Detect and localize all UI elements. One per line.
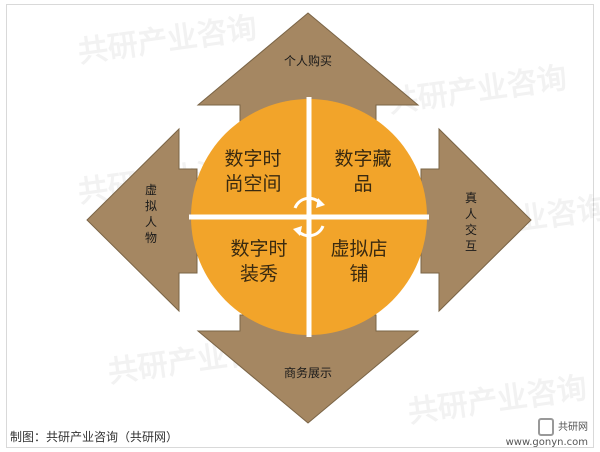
quadrant-top-right-line: 数字藏: [334, 148, 391, 170]
brand-name: 共研网: [558, 422, 588, 433]
quadrant-top-left-line: 尚空间: [224, 173, 281, 195]
quadrant-bottom-right-line: 虚拟店: [330, 238, 387, 260]
arrow-left-label-char: 拟: [145, 199, 157, 213]
quadrant-bottom-left: 数字时 装秀: [230, 238, 287, 285]
arrow-bottom-label: 商务展示: [284, 365, 332, 380]
chart-frame: 共研产业咨询 共研产业咨询 共研产业咨询 共研产业咨询 共研产业咨询 共研产业咨…: [6, 4, 600, 448]
brand-url: www.gonyn.com: [505, 437, 588, 448]
arrow-right-label: 真 人 交 互: [465, 191, 477, 253]
arrow-left-label-char: 人: [145, 215, 157, 229]
cycle-arrows-icon: [293, 196, 325, 238]
quadrant-bottom-left-line: 数字时: [230, 238, 287, 260]
arrow-left: [86, 127, 198, 313]
brand-logo: 共研网 www.gonyn.com: [506, 418, 588, 449]
quadrant-top-left: 数字时 尚空间: [224, 148, 281, 195]
arrow-right-label-char: 互: [465, 239, 477, 253]
arrow-right-label-char: 真: [465, 191, 477, 205]
quadrant-bottom-left-line: 装秀: [240, 263, 278, 285]
arrow-left-label-char: 物: [145, 231, 157, 245]
brand-icon: [538, 418, 554, 436]
quadrant-bottom-right-line: 铺: [349, 263, 368, 285]
arrow-left-label: 虚 拟 人 物: [145, 183, 157, 245]
arrow-right-label-char: 人: [465, 207, 477, 221]
source-caption: 制图：共研产业咨询（共研网）: [10, 430, 179, 444]
arrow-right-label-char: 交: [465, 222, 477, 237]
quadrant-top-right: 数字藏 品: [334, 148, 391, 195]
quadrant-bottom-right: 虚拟店 铺: [330, 238, 387, 285]
arrow-top-label: 个人购买: [284, 53, 332, 68]
quadrant-top-left-line: 数字时: [224, 148, 281, 170]
quadrant-diagram: 个人购买 虚 拟 人 物 真 人 交 互 商务展示 数字时 尚空间: [86, 12, 532, 424]
arrow-left-label-char: 虚: [145, 183, 157, 197]
quadrant-top-right-line: 品: [353, 173, 372, 195]
